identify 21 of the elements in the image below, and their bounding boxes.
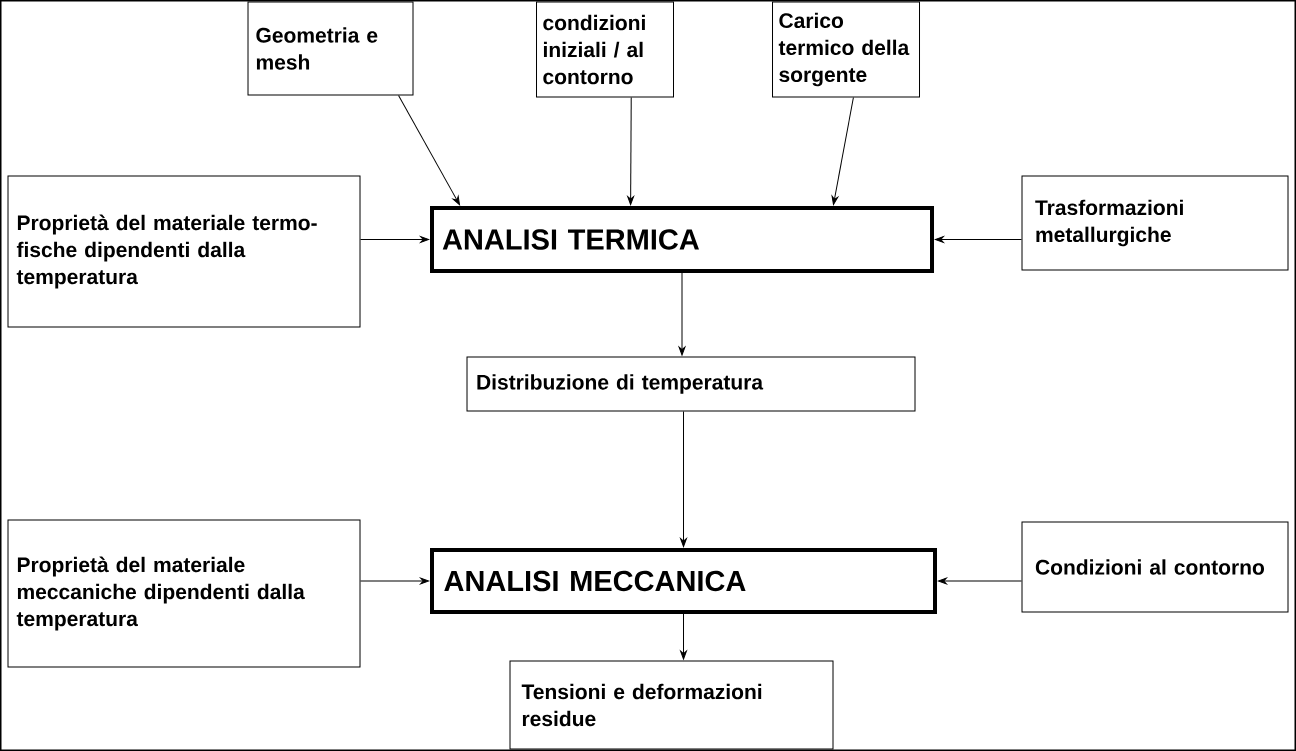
analysis-box: ANALISI MECCANICA [430, 548, 937, 614]
input-box: Distribuzione di temperatura [466, 356, 916, 412]
arrow [398, 95, 461, 206]
input-box: Proprietà del materiale meccaniche dipendenti dalla temperatura [7, 519, 361, 668]
arrow [360, 236, 430, 243]
input-box: condizioni iniziali / al contorno [536, 1, 674, 98]
input-box: Tensioni e deformazioni residue [509, 660, 834, 750]
arrow [680, 613, 687, 660]
arrow [937, 577, 1022, 585]
arrow [360, 577, 430, 585]
arrow [934, 236, 1022, 243]
input-box: Proprietà del materiale termo-fische dipendenti dalla temperatura [7, 175, 361, 328]
input-box: Geometria e mesh [247, 1, 414, 96]
arrow [831, 97, 854, 206]
input-box: Trasformazioni metallurgiche [1021, 175, 1289, 271]
input-box: Condizioni al contorno [1021, 521, 1289, 613]
arrow [680, 411, 687, 548]
arrow [627, 97, 635, 206]
analysis-box: ANALISI TERMICA [430, 206, 934, 273]
arrow [678, 272, 686, 356]
input-box: Carico termico della sorgente [772, 1, 920, 98]
